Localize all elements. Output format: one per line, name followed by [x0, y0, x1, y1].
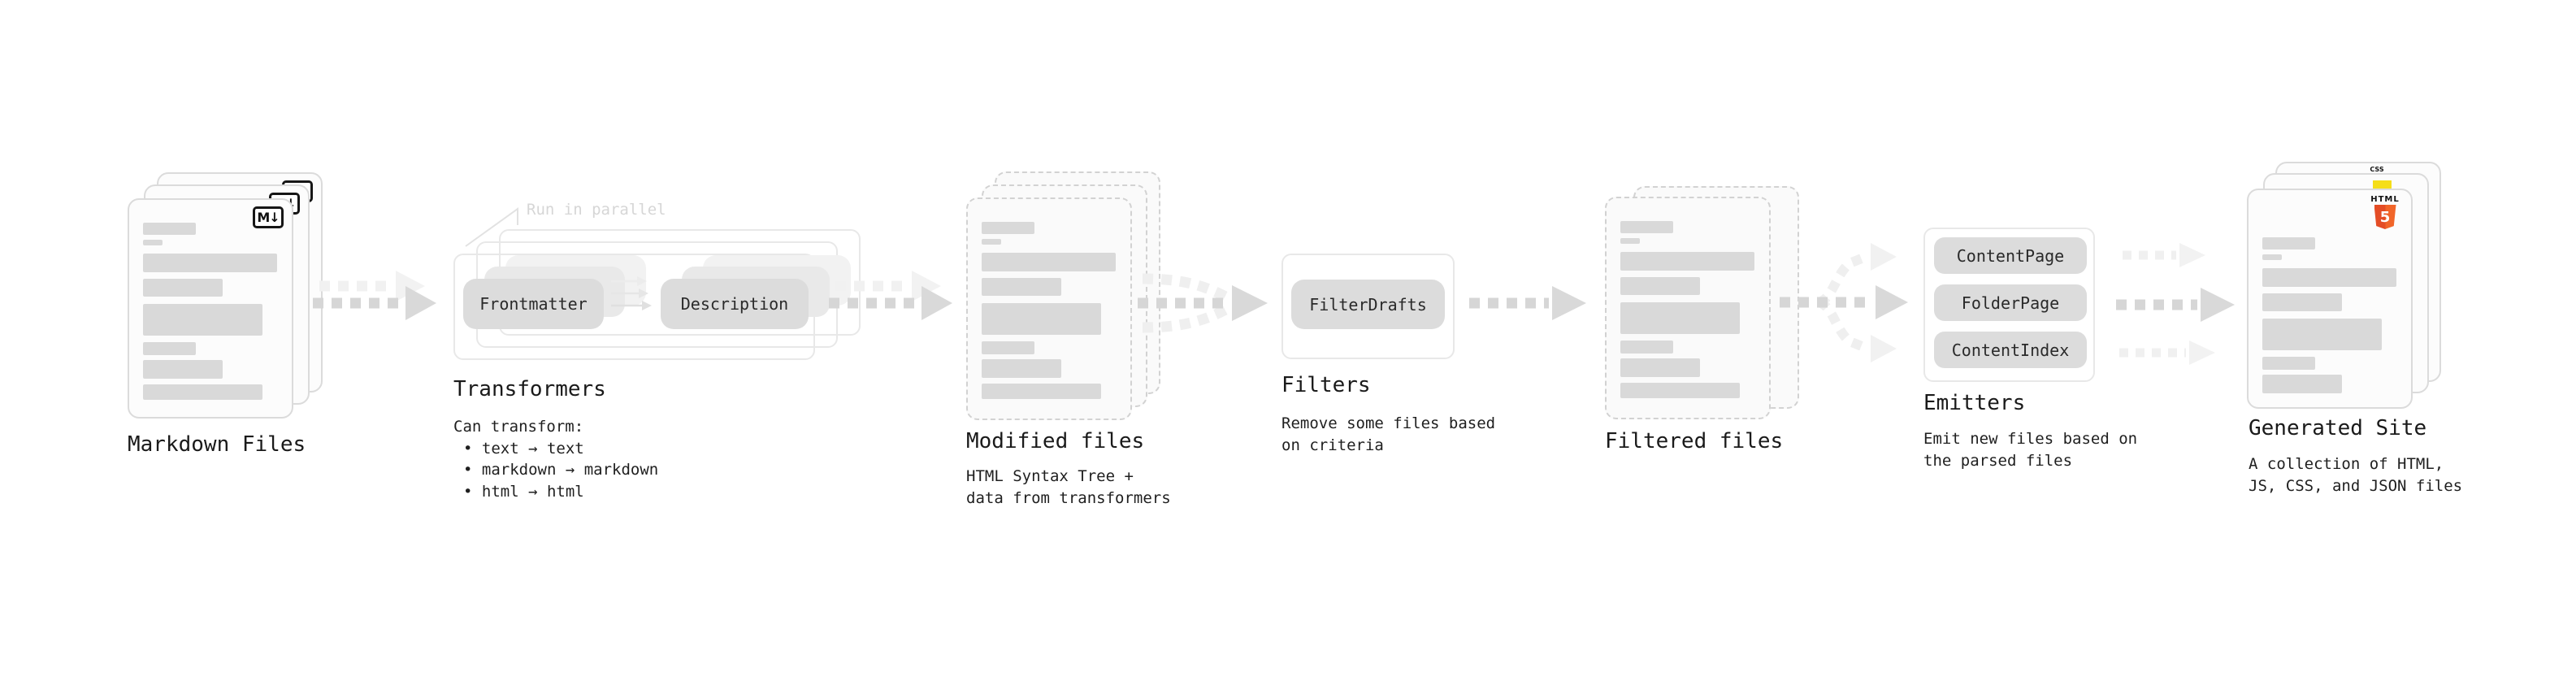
modified-files-label: Modified files — [966, 429, 1145, 453]
transformers-bullet: • html → html — [463, 482, 584, 501]
modified-desc-line: data from transformers — [966, 488, 1171, 507]
run-in-parallel-note: Run in parallel — [527, 201, 666, 219]
text-line-placeholder — [982, 359, 1061, 378]
transformers-title: Transformers — [453, 377, 606, 401]
emitter-chip-folderpage: FolderPage — [1934, 284, 2087, 321]
document-text-placeholder — [982, 222, 1116, 399]
text-line-placeholder — [143, 304, 262, 336]
text-line-placeholder — [2262, 357, 2315, 370]
generated-desc-line: A collection of HTML, — [2249, 455, 2444, 473]
flow-arrow-markdown-to-transformers — [313, 271, 436, 320]
frontmatter-chip: Frontmatter — [463, 279, 604, 329]
text-line-placeholder — [1620, 358, 1700, 377]
filters-title: Filters — [1281, 373, 1371, 397]
text-line-placeholder — [143, 223, 196, 235]
text-line-placeholder — [1620, 277, 1700, 295]
emitters-title: Emitters — [1923, 391, 2026, 415]
text-line-placeholder — [2262, 268, 2396, 287]
text-line-placeholder — [1620, 221, 1673, 233]
filters-description: Remove some files based on criteria — [1281, 413, 1495, 456]
stage-modified-files — [966, 171, 1161, 421]
flow-arrow-filters-to-filtered — [1469, 286, 1586, 320]
markdown-icon: M↓ — [253, 206, 284, 228]
generated-document-html: HTML 5 — [2247, 189, 2413, 409]
flow-arrows-emitters-to-generated — [2116, 243, 2235, 365]
filtered-files-label: Filtered files — [1605, 429, 1784, 453]
filtered-document-front — [1605, 197, 1771, 419]
flow-arrow-filtered-to-emitters — [1780, 243, 1908, 362]
text-line-placeholder — [143, 240, 163, 245]
text-line-placeholder — [982, 278, 1061, 296]
markdown-document-front: M↓ — [128, 198, 293, 419]
document-text-placeholder — [143, 223, 277, 400]
text-line-placeholder — [982, 384, 1101, 399]
generated-site-description: A collection of HTML, JS, CSS, and JSON … — [2249, 453, 2462, 497]
stage-markdown-files: M↓ M↓ M↓ — [128, 172, 323, 419]
text-line-placeholder — [1620, 302, 1740, 334]
text-line-placeholder — [143, 384, 262, 400]
transformers-bullet: • markdown → markdown — [463, 461, 659, 479]
filters-frame — [1281, 254, 1455, 359]
emitter-chip-contentindex: ContentIndex — [1934, 332, 2087, 368]
text-line-placeholder — [1620, 252, 1754, 271]
filters-desc-line: on criteria — [1281, 436, 1384, 454]
text-line-placeholder — [982, 303, 1101, 335]
text-line-placeholder — [982, 341, 1034, 354]
filterdrafts-chip: FilterDrafts — [1291, 280, 1445, 329]
modified-files-description: HTML Syntax Tree + data from transformer… — [966, 466, 1171, 509]
flow-arrow-modified-to-filters — [1138, 273, 1268, 333]
text-line-placeholder — [143, 254, 277, 272]
text-line-placeholder — [2262, 293, 2342, 311]
markdown-files-label: Markdown Files — [128, 432, 306, 457]
text-line-placeholder — [2262, 375, 2342, 393]
html5-icon-label: HTML — [2370, 195, 2400, 204]
text-line-placeholder — [143, 279, 223, 297]
emitter-chip-contentpage: ContentPage — [1934, 237, 2087, 274]
parallel-arrows-icon — [611, 276, 652, 310]
modified-document-front — [966, 197, 1132, 420]
generated-desc-line: JS, CSS, and JSON files — [2249, 476, 2463, 495]
emitters-description: Emit new files based on the parsed files — [1923, 428, 2137, 471]
css-icon-label: CSS — [2370, 166, 2384, 173]
text-line-placeholder — [1620, 383, 1740, 398]
text-line-placeholder — [2262, 254, 2282, 260]
emitters-desc-line: the parsed files — [1923, 451, 2073, 470]
generated-site-label: Generated Site — [2249, 416, 2427, 440]
filters-desc-line: Remove some files based — [1281, 414, 1496, 432]
flow-arrow-transformers-to-modified — [829, 271, 952, 320]
text-line-placeholder — [982, 253, 1116, 271]
modified-desc-line: HTML Syntax Tree + — [966, 467, 1134, 485]
text-line-placeholder — [982, 239, 1001, 245]
text-line-placeholder — [1620, 340, 1673, 354]
text-line-placeholder — [2262, 237, 2315, 249]
transformers-bullet: • text → text — [463, 439, 584, 458]
emitters-desc-line: Emit new files based on — [1923, 430, 2138, 448]
html5-icon: HTML 5 — [2369, 195, 2401, 229]
stage-filtered-files — [1605, 186, 1800, 422]
emitters-frame — [1923, 228, 2095, 382]
text-line-placeholder — [982, 222, 1034, 234]
document-text-placeholder — [2262, 237, 2396, 399]
text-line-placeholder — [143, 342, 196, 355]
transformers-description: Can transform: • text → text • markdown … — [453, 416, 658, 502]
stage-generated-site: CSS HTML 5 — [2247, 162, 2442, 410]
text-line-placeholder — [2262, 319, 2382, 350]
html5-icon-shield: 5 — [2374, 205, 2396, 229]
text-line-placeholder — [1620, 238, 1640, 244]
run-in-parallel-callout-line — [465, 207, 518, 247]
description-chip: Description — [661, 279, 809, 329]
transformers-desc-heading: Can transform: — [453, 418, 584, 436]
document-text-placeholder — [1620, 221, 1754, 398]
text-line-placeholder — [143, 360, 223, 379]
